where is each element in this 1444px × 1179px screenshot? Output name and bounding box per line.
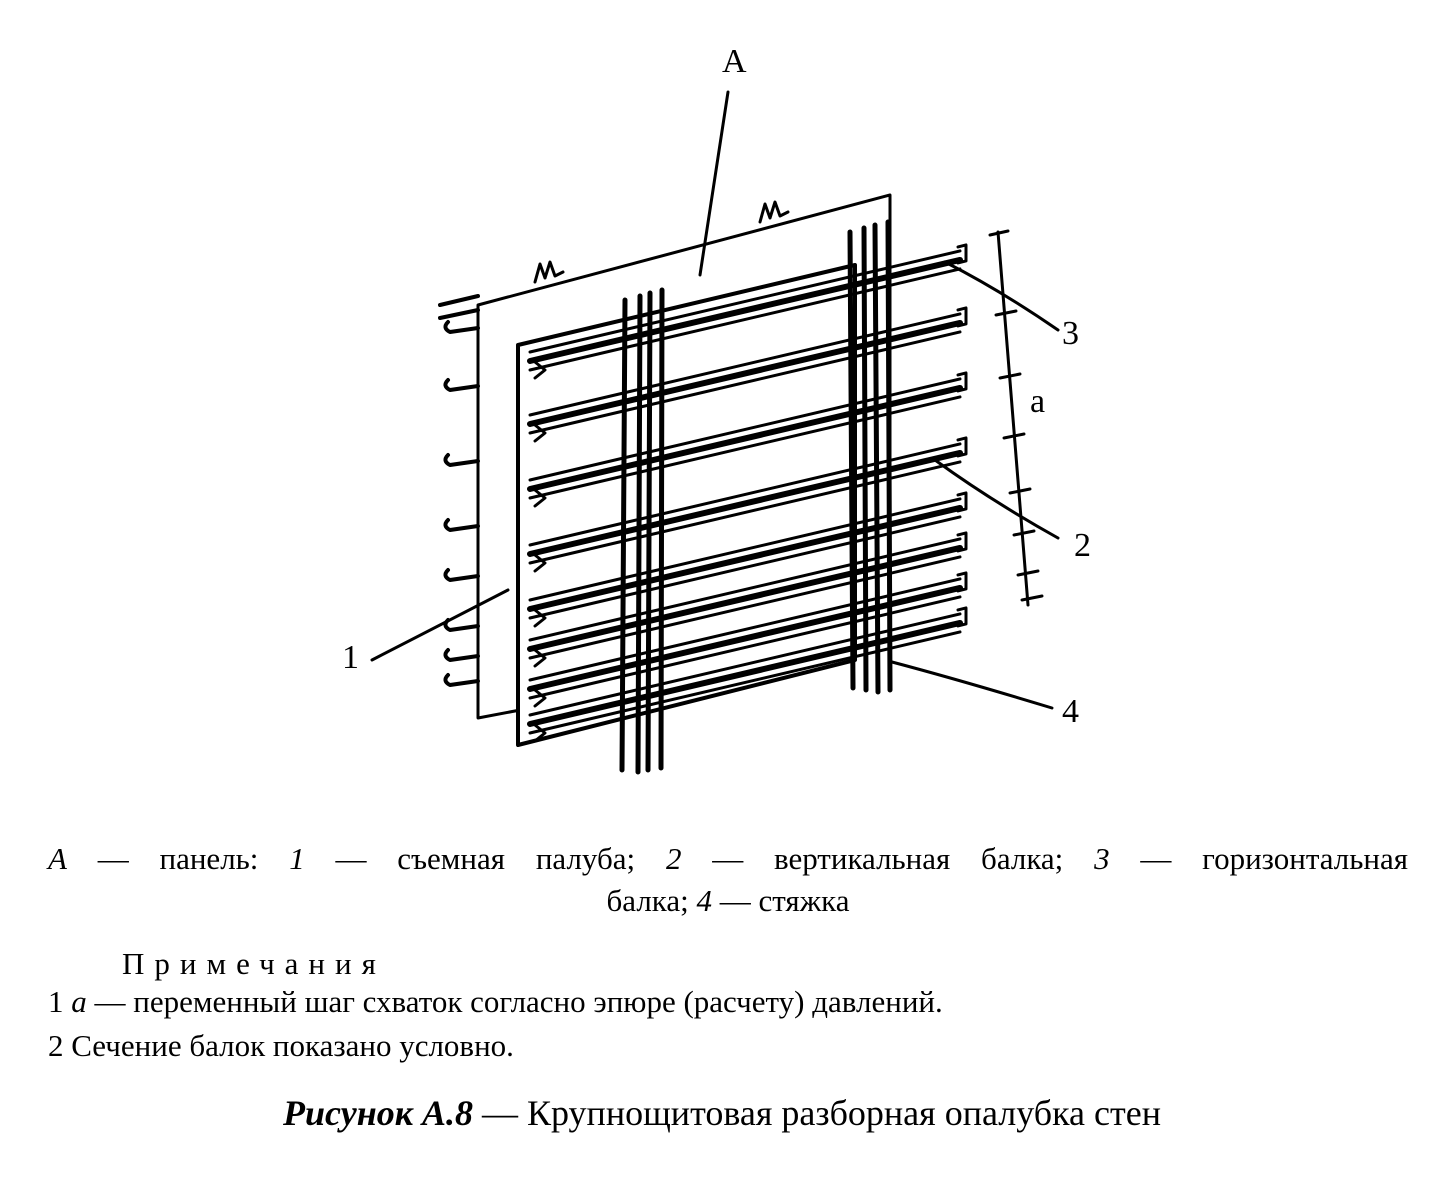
legend-key-2: 2: [665, 841, 682, 876]
legend-text-3: — горизонтальная: [1109, 841, 1408, 876]
label-a: а: [1030, 383, 1045, 420]
beam-end: [956, 531, 968, 553]
legend-text-3b: балка;: [606, 883, 697, 918]
legend-text-4: — стяжка: [712, 883, 850, 918]
note-2: 2 Сечение балок показано условно.: [48, 1028, 514, 1063]
vertical-beam-left: [619, 287, 665, 775]
beam-end: [956, 491, 968, 513]
figure-caption: Рисунок А.8 — Крупнощитовая разборная оп…: [0, 1092, 1444, 1134]
legend-line-2: балка; 4 — стяжка: [48, 880, 1408, 922]
beam-end: [956, 436, 968, 458]
top-clip-right: [758, 200, 790, 224]
beam-end: [956, 606, 968, 628]
beam-bracket: [533, 723, 547, 743]
label-4: 4: [1062, 693, 1079, 730]
legend-key-4: 4: [696, 883, 713, 918]
legend-text-a: — панель:: [66, 841, 290, 876]
beam-bracket: [533, 648, 547, 668]
notes-title: Примечания: [122, 946, 386, 981]
note-1: 1 а — переменный шаг схваток согласно эп…: [48, 984, 943, 1020]
note-1-var: а: [71, 984, 87, 1019]
figure-number: Рисунок А.8: [283, 1093, 474, 1133]
leader-A: [698, 90, 730, 277]
label-A: А: [722, 43, 747, 80]
top-clip-left: [533, 260, 565, 284]
legend-text-1: — съемная палуба;: [304, 841, 666, 876]
beam-bracket: [533, 423, 547, 443]
beam-end: [956, 571, 968, 593]
beam-bracket: [533, 360, 547, 380]
label-2: 2: [1074, 527, 1091, 564]
vertical-beam-right: [847, 219, 893, 695]
figure-dash: —: [473, 1093, 528, 1133]
legend-text-2: — вертикальная балка;: [681, 841, 1095, 876]
label-3: 3: [1062, 315, 1079, 352]
left-edge-stubs: [443, 320, 480, 687]
right-beam-ends: [956, 243, 968, 628]
beam-end: [956, 371, 968, 393]
leader-1: [370, 588, 510, 662]
formwork-diagram: А 1 2 3 4 а: [342, 43, 1091, 775]
legend-key-3: 3: [1094, 841, 1110, 876]
beam-bracket: [533, 608, 547, 628]
beam-bracket: [533, 688, 547, 708]
leader-4: [890, 660, 1054, 710]
figure-title: Крупнощитовая разборная опалубка стен: [527, 1093, 1161, 1133]
label-1: 1: [342, 639, 359, 676]
beam-bracket: [533, 488, 547, 508]
leader-3: [943, 260, 1060, 332]
note-1-text: — переменный шаг схваток согласно эпюре …: [86, 984, 943, 1019]
legend-key-a: А: [48, 841, 67, 876]
leader-2: [933, 458, 1060, 540]
beam-end: [956, 243, 968, 265]
beam-end: [956, 306, 968, 328]
legend-key-1: 1: [289, 841, 305, 876]
deck-frame: [516, 263, 857, 747]
note-1-num: 1: [48, 984, 72, 1019]
beam-bracket: [533, 553, 547, 573]
legend-line-1: А — панель: 1 — съемная палуба; 2 — верт…: [48, 838, 1408, 880]
